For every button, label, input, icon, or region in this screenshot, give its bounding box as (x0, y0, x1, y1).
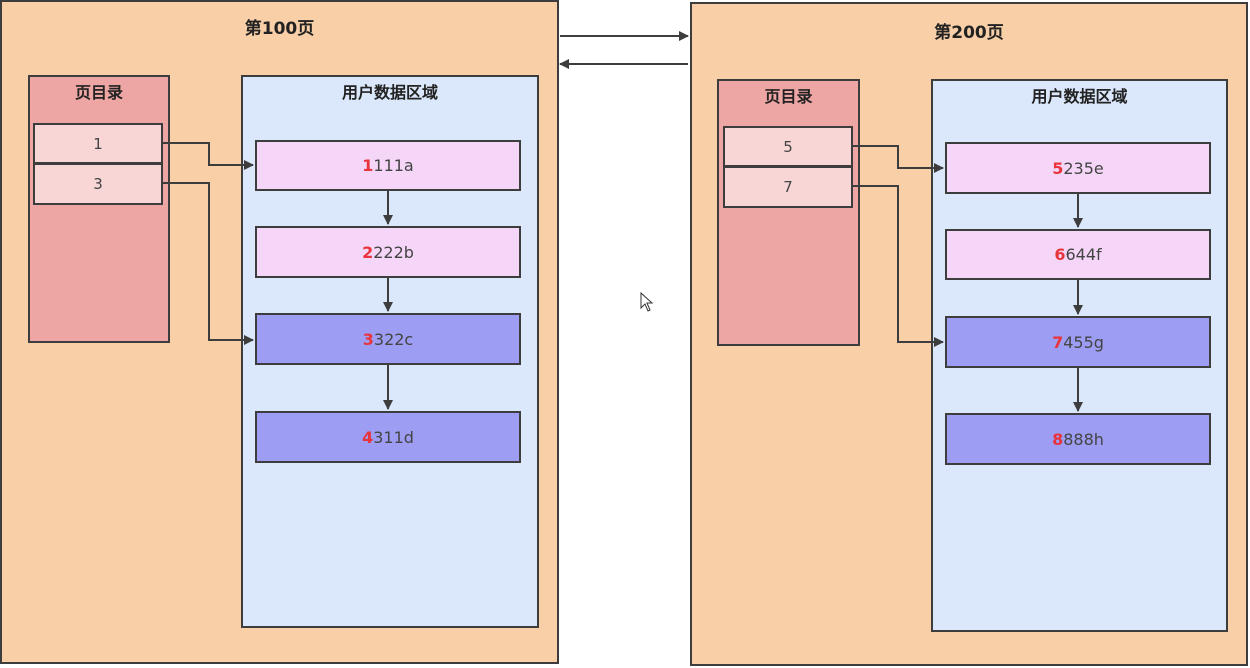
record-key: 8 (1052, 429, 1064, 449)
record-value: 322c (373, 329, 414, 349)
record-key: 7 (1052, 332, 1064, 352)
record-key: 2 (362, 242, 374, 262)
record-key: 5 (1052, 158, 1064, 178)
record-value: 235e (1063, 158, 1104, 178)
record-key: 3 (362, 329, 374, 349)
page-directory-title: 页目录 (74, 83, 123, 102)
page-title: 第200页 (934, 23, 1004, 43)
page-directory: 页目录 (717, 79, 860, 346)
record-key: 4 (362, 427, 374, 447)
page-title: 第100页 (244, 19, 315, 39)
record-value: 222b (373, 242, 414, 262)
directory-slot: 3 (33, 163, 163, 205)
record-value: 311d (373, 427, 414, 447)
directory-slot: 1 (33, 123, 163, 164)
user-data-area-title: 用户数据区域 (341, 83, 438, 102)
page-directory: 页目录 (28, 75, 170, 343)
directory-slot: 7 (723, 166, 853, 208)
mouse-cursor-icon (640, 292, 654, 312)
directory-slot: 5 (723, 126, 853, 167)
record-value: 644f (1065, 245, 1102, 264)
record-key: 1 (362, 156, 374, 175)
record-value: 111a (373, 156, 414, 175)
record-key: 6 (1054, 245, 1066, 264)
record-value: 455g (1063, 332, 1104, 352)
record-value: 888h (1063, 429, 1104, 449)
page-directory-title: 页目录 (764, 87, 813, 106)
user-data-area-title: 用户数据区域 (1031, 87, 1128, 106)
